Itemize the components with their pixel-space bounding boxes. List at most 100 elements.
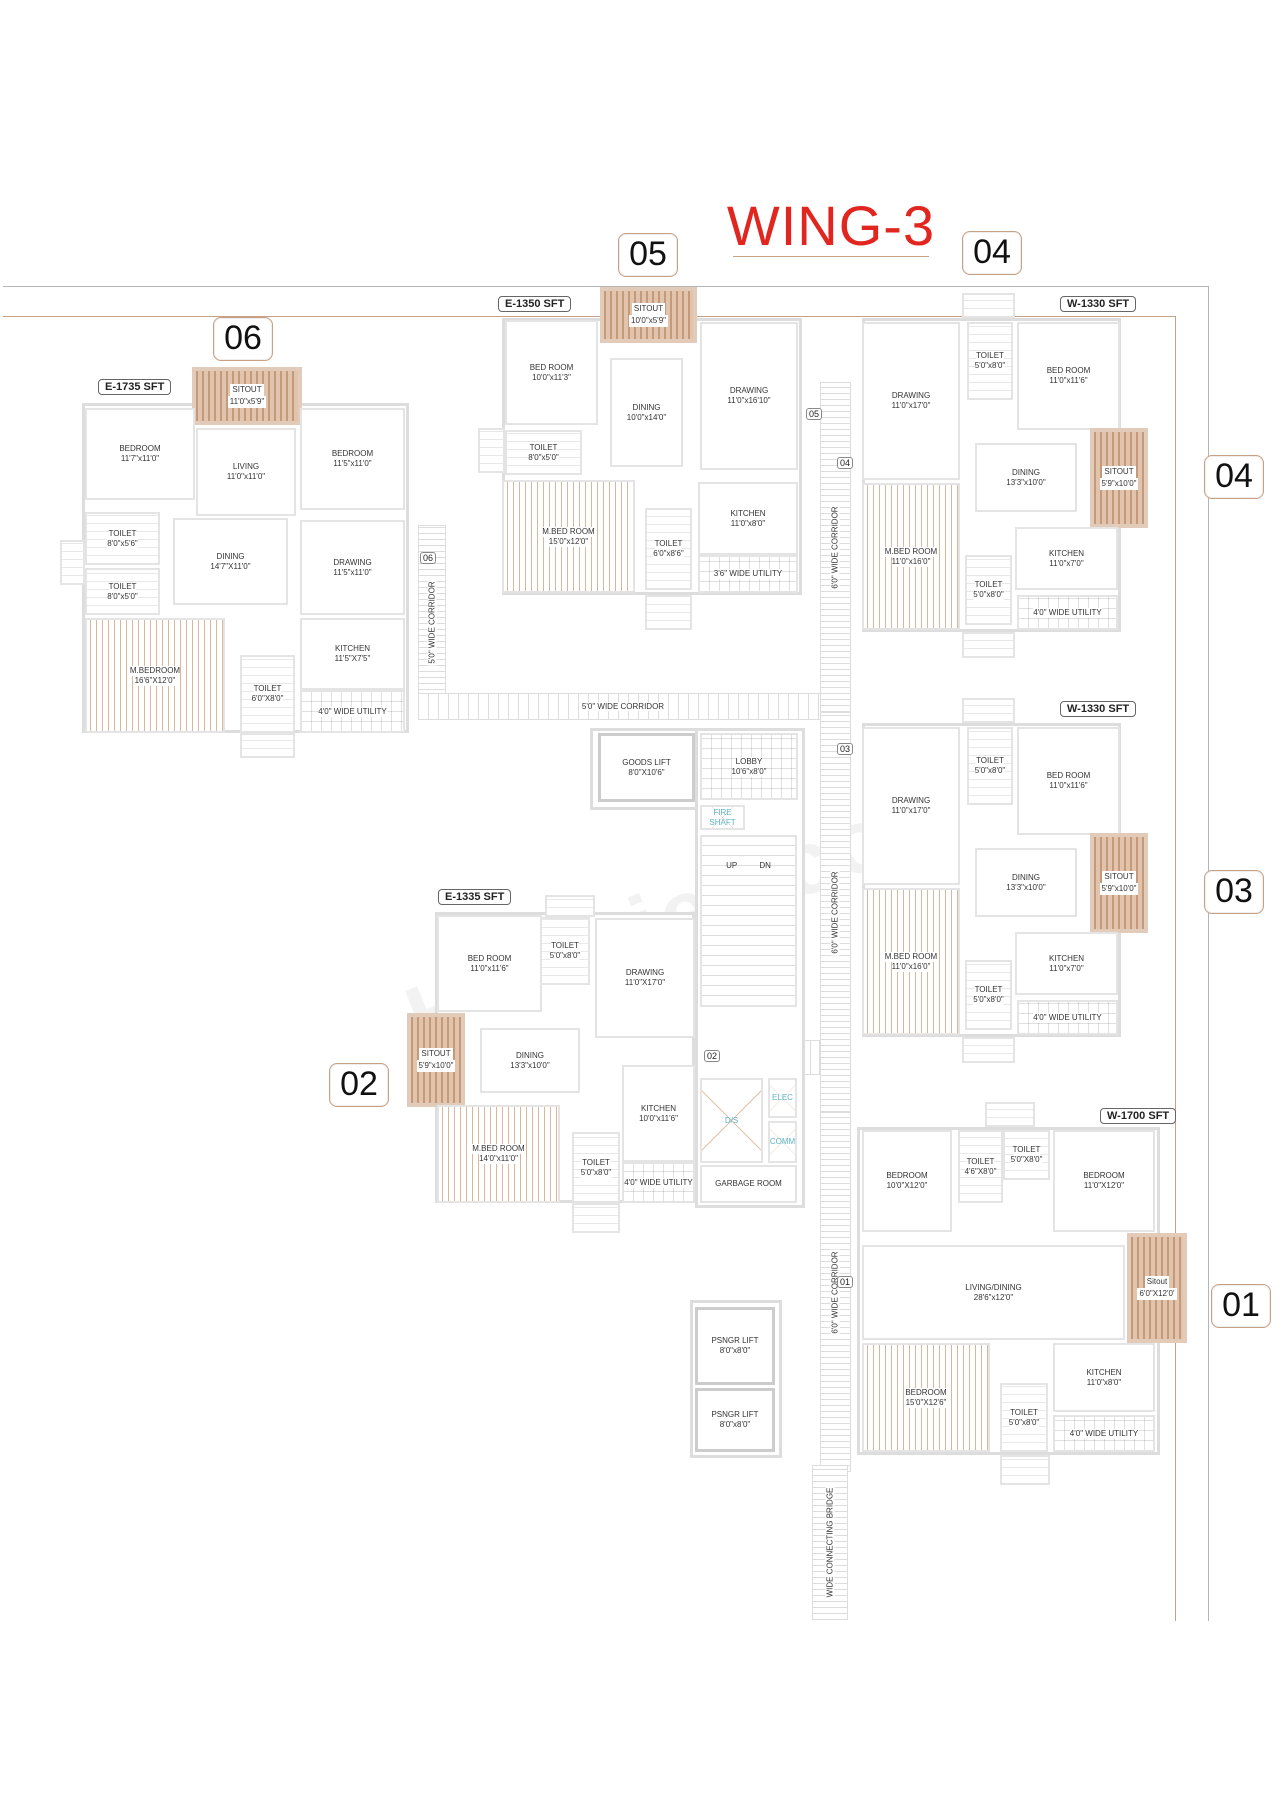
room-dimension: 6'0"X8'0" [251,694,284,704]
service-balcony [962,293,1015,318]
fire-shaft: FIRE SHAFT [700,805,745,830]
flat-number-06: 06 [213,317,273,361]
flat-number-02: 02 [329,1063,389,1107]
title-underline [733,256,929,257]
utility: 3'6" WIDE UTILITY [698,555,798,593]
room-name: SITOUT [1102,871,1136,883]
room-dimension: 5'0"X8'0" [1010,1155,1043,1165]
garbage-room: GARBAGE ROOM [700,1165,797,1203]
room-dimension: 15'0"x12'0" [548,536,589,547]
room-dimension: 11'0"x17'0" [891,401,931,410]
room-name: COMM [769,1137,796,1146]
room-dimension: 11'5"x11'0" [333,459,372,468]
room-name: LIVING [232,462,260,471]
utility: 4'0" WIDE UTILITY [1017,595,1118,630]
room-dimension: 13'3"x10'0" [1006,882,1046,892]
flat-number-03: 03 [1204,870,1264,914]
room-name: TOILET [1012,1145,1041,1155]
room-dimension: 5'0"x8'0" [549,951,581,961]
room-dimension: 8'0"X10'6" [628,767,665,777]
corridor: 6'0" WIDE CORRIDOR [820,712,851,1112]
room-dimension: 4'6"X8'0" [964,1166,997,1177]
corridor-label: 6'0" WIDE CORRIDOR [831,868,840,956]
flat-number-01: 01 [1211,1284,1271,1328]
room-name: SITOUT [631,303,666,315]
room-name: M.BED ROOM [542,526,595,537]
room-dimension: 10'6"x8'0" [731,766,767,777]
room-name: TOILET [976,351,1004,361]
utility: 4'0" WIDE UTILITY [300,690,405,733]
room-name: SITOUT [230,384,264,396]
room-name: TOILET [654,539,683,549]
door-tag-05: 05 [806,408,823,420]
room-dimension: 5'9"x10'0" [1099,478,1139,490]
service-balcony [985,1102,1035,1127]
room-dimension: 11'7"x11'0" [120,454,160,463]
service-balcony [545,895,595,917]
room-name: TOILET [529,442,558,453]
room-name: TOILET [974,580,1003,590]
room-name: 4'0" WIDE UTILITY [318,706,387,717]
site-boundary-top [3,286,1209,287]
room-dimension: 5'9"x10'0" [1099,883,1139,895]
room-name: BEDROOM [1083,1171,1125,1180]
room-dimension: 10'0"X12'0" [886,1181,928,1190]
room-dimension: 11'0"x5'9" [227,396,267,408]
room-name: DRAWING [891,391,931,400]
room-dimension: 11'0"x11'6" [470,963,509,973]
setback-line-top [3,316,1176,317]
service-balcony [60,540,85,585]
room-name: KITCHEN [640,1103,677,1113]
room-name: PSNGR LIFT [711,1410,759,1419]
unit-area-label: E-1735 SFT [98,379,172,395]
room-name: SITOUT [419,1048,453,1060]
unit-area-label: E-1335 SFT [438,889,512,905]
room-dimension: 5'0"x8'0" [973,995,1004,1005]
utility: 4'0" WIDE UTILITY [1053,1415,1155,1452]
door-tag-01: 01 [837,1276,854,1288]
room-name: M.BED ROOM [884,951,938,962]
room-dimension: 11'5"x11'0" [333,567,372,577]
room-name: PSNGR LIFT [711,1336,759,1345]
room-dimension: 5'9"x10'0" [416,1060,456,1072]
room-dimension: 13'3"x10'0" [1006,477,1046,487]
room-dimension: 5'0"x8'0" [974,766,1006,776]
room-dimension: 10'0"x5'9" [629,315,668,327]
room-dimension: 10'0"x11'6" [639,1113,678,1123]
door-tag-02: 02 [704,1050,721,1062]
room-dimension: 28'6"x12'0" [973,1292,1014,1302]
room-name: BEDROOM [119,444,161,453]
room-name: TOILET [253,684,282,694]
corridor-label: 5'0" WIDE CORRIDOR [427,579,437,666]
corridor: 5'0" WIDE CORRIDOR [418,693,828,720]
corridor-label: 6'0" WIDE CORRIDOR [831,1248,840,1336]
room-dimension: 11'0"x7'0" [1049,558,1084,568]
corridor-label: 5'0" WIDE CORRIDOR [581,702,665,711]
room-name: BED ROOM [1046,771,1091,780]
room-dimension: 11'0"x16'0" [891,961,931,972]
room-dimension: 11'0"x16'10" [727,396,771,405]
room-dimension: 11'0"x11'6" [1049,376,1088,385]
comm-shaft: COMM [768,1121,797,1163]
setback-line-right [1175,316,1176,1621]
